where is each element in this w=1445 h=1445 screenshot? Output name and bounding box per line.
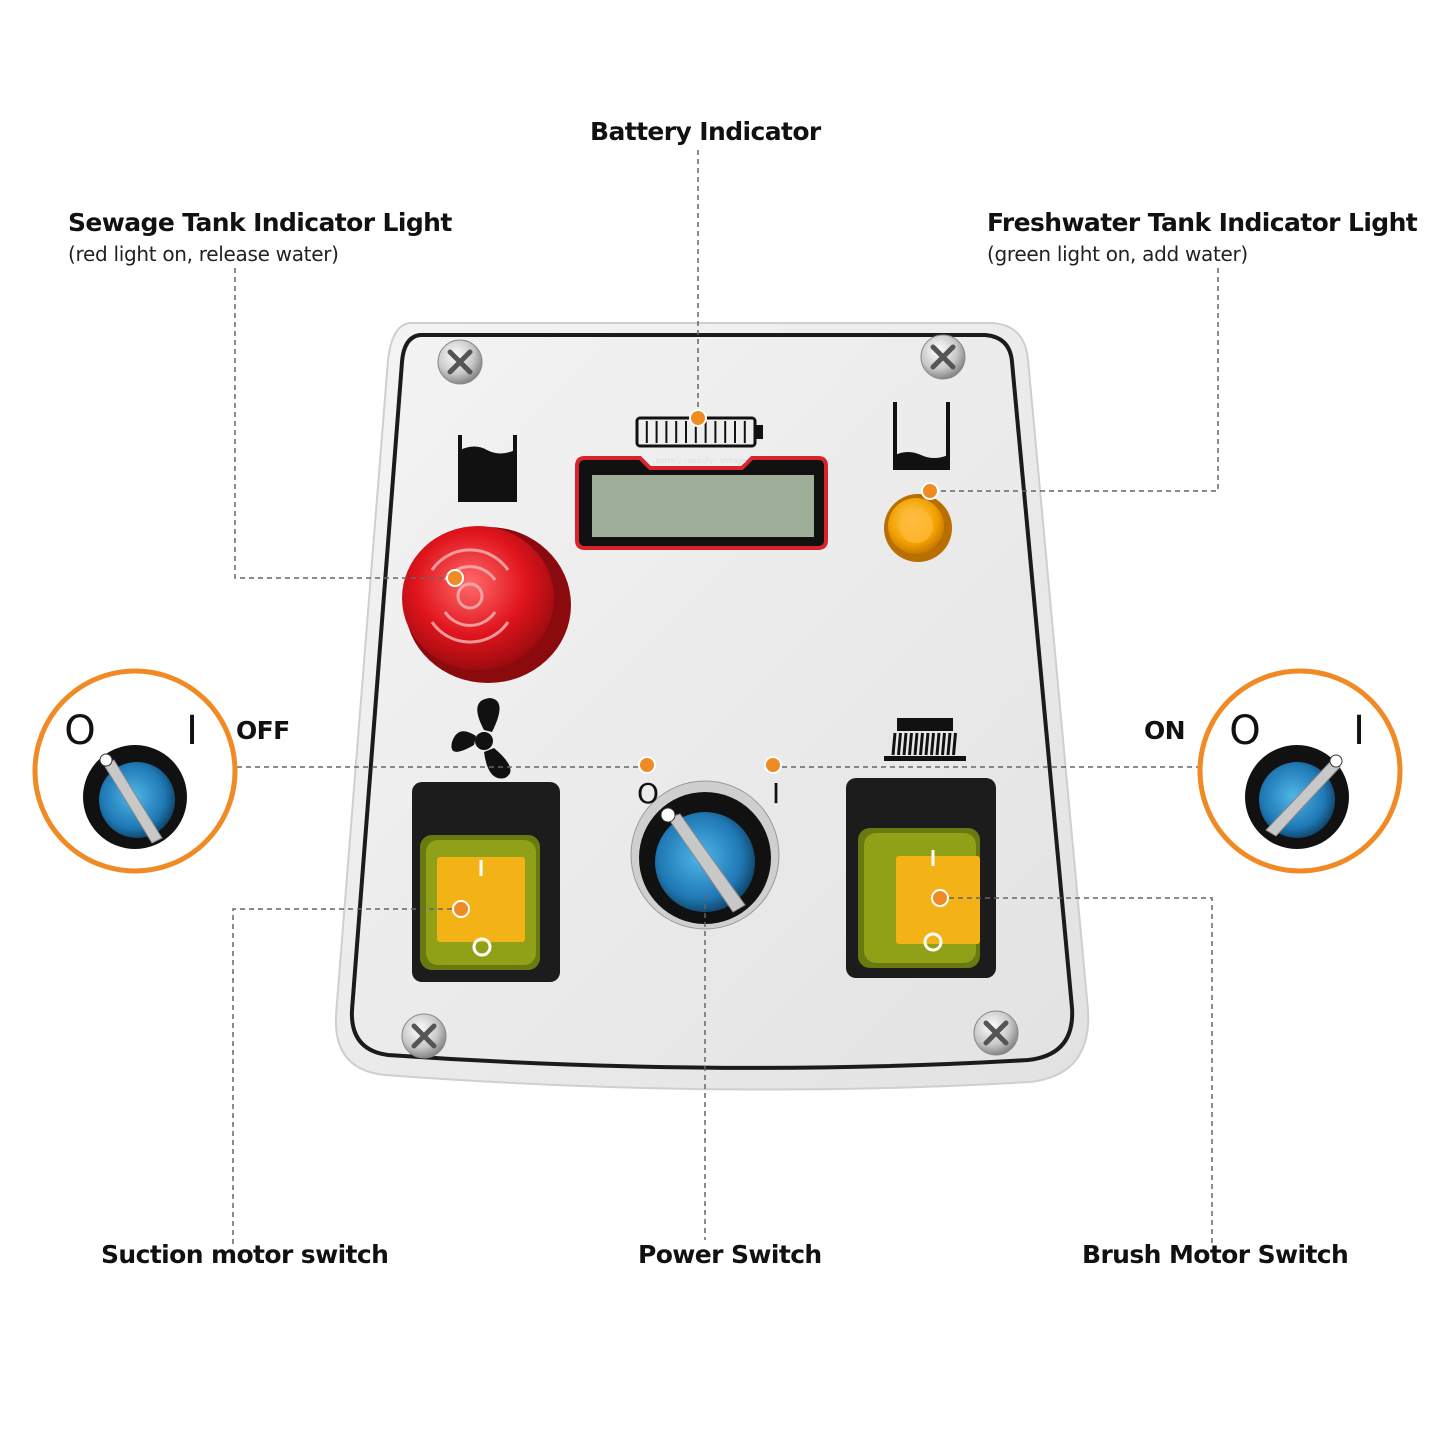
battery-indicator-label: Battery Indicator: [590, 117, 821, 146]
fresh-callout-dot: [921, 482, 939, 500]
power-off-callout-dot: [638, 756, 656, 774]
callout-lines: [232, 150, 1219, 1245]
power-switch-label: Power Switch: [638, 1240, 822, 1269]
power-off-mark: O: [637, 777, 659, 810]
brush-bristle: [930, 732, 935, 756]
brush-bristle: [941, 732, 946, 756]
brush-bristle: [924, 732, 930, 756]
sewage-callout-line: [234, 268, 455, 579]
brush-bristle: [908, 732, 913, 756]
off-inset-i-mark: I: [186, 708, 198, 754]
off-label: OFF: [236, 716, 290, 745]
battery-lcd-display: Battery capacity · Voltage: [575, 456, 828, 550]
freshwater-tank-label: Freshwater Tank Indicator Light: [987, 208, 1418, 237]
fresh-callout-line: [930, 268, 1219, 492]
brush-motor-switch[interactable]: [846, 778, 996, 978]
sewage-indicator-light: [402, 526, 571, 683]
on-label: ON: [1144, 716, 1186, 745]
off-inset-o-mark: O: [64, 708, 95, 754]
callout-dots: [446, 409, 949, 918]
suction-switch-off-mark: [472, 937, 492, 957]
freshwater-indicator-light: [884, 494, 952, 562]
brush-bristle: [946, 732, 952, 756]
battery-callout-dot: [689, 409, 707, 427]
suction-motor-switch-label: Suction motor switch: [101, 1240, 389, 1269]
sewage-tank-label: Sewage Tank Indicator Light: [68, 208, 452, 237]
power-key-switch[interactable]: [630, 780, 780, 930]
brush-bristle: [902, 732, 908, 756]
suction-callout-line: [232, 908, 461, 1245]
brush-bristle: [913, 732, 919, 756]
panel-border-line: [349, 333, 1075, 1070]
lcd-caption: Battery capacity · Voltage: [656, 457, 747, 465]
suction-callout-dot: [452, 900, 470, 918]
off-position-inset: [32, 668, 238, 874]
on-inset-i-mark: I: [1353, 708, 1365, 754]
power-on-callout-dot: [764, 756, 782, 774]
fan-icon: [451, 698, 511, 779]
freshwater-tank-icon: [893, 402, 950, 470]
brush-bristle: [935, 732, 941, 756]
screw-bottom-left: [401, 1013, 447, 1059]
brush-icon: [884, 718, 966, 761]
brush-bristle: [891, 732, 897, 756]
screw-bottom-right: [973, 1010, 1019, 1056]
brush-switch-off-mark: [923, 932, 943, 952]
suction-motor-switch[interactable]: [412, 782, 560, 982]
on-position-inset: [1197, 668, 1403, 874]
brush-bristle: [952, 732, 957, 756]
sewage-callout-dot: [446, 569, 464, 587]
freshwater-tank-sublabel: (green light on, add water): [987, 242, 1248, 266]
brush-motor-switch-label: Brush Motor Switch: [1082, 1240, 1349, 1269]
sewage-tank-icon: [458, 435, 517, 502]
brush-bristle: [897, 732, 902, 756]
brush-callout-line: [940, 897, 1213, 1245]
power-on-mark: I: [772, 777, 780, 810]
sewage-tank-sublabel: (red light on, release water): [68, 242, 339, 266]
screw-top-right: [920, 334, 966, 380]
brush-bristle: [919, 732, 924, 756]
on-inset-o-mark: O: [1229, 708, 1260, 754]
brush-callout-dot: [931, 889, 949, 907]
screw-top-left: [437, 339, 483, 385]
